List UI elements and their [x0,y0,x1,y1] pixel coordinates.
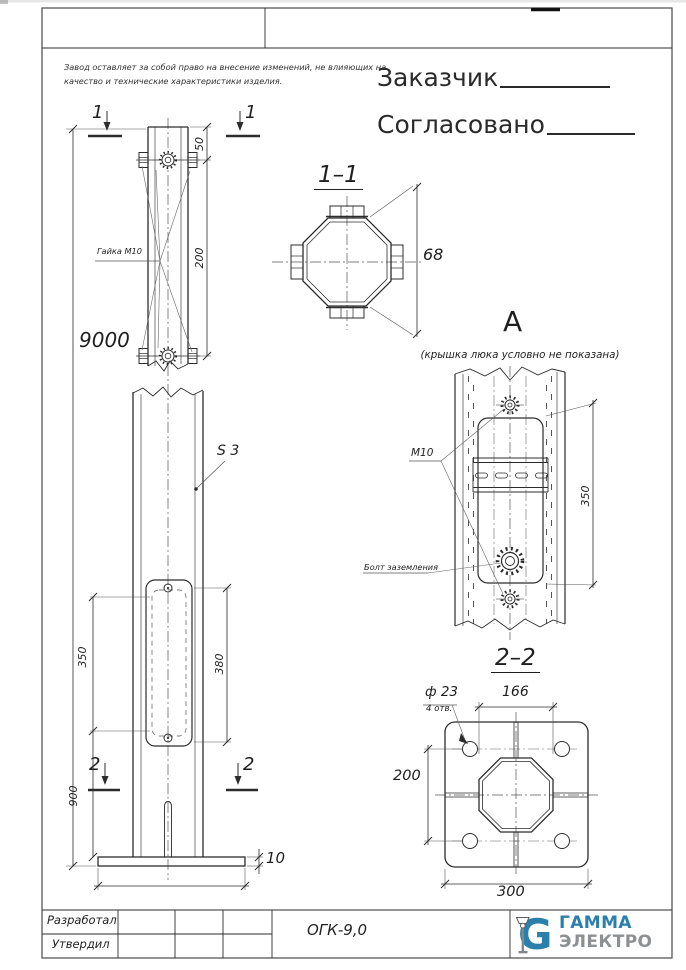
section-2-2-drawing [423,702,598,889]
pole-elevation-drawing [66,111,264,891]
section-marker-2-right: 2 [243,754,255,775]
section-marker-1-right: 1 [245,102,257,123]
section-1-1-drawing [272,182,422,339]
customer-signoff-row: Заказчик [377,63,610,92]
hole-count-label: 4 отв. [426,704,453,714]
dim-across-flats-68: 68 [423,245,444,264]
customer-signature-line [500,86,610,88]
developed-by-label: Разработал [47,913,117,927]
hole-diameter-label: ф 23 [425,684,459,700]
section-marker-1-left: 1 [92,102,104,123]
wall-thickness-label: S 3 [217,443,240,459]
ground-bolt-label: Болт заземления [364,562,439,572]
approved-signature-line [546,133,635,135]
brand-line-2: ЭЛЕКТРО [559,932,653,952]
logo-wordmark: ГАММА ЭЛЕКТРО [559,914,652,952]
view-a-note: (крышка люка условно не показана) [420,349,620,361]
logo-lamp-icon: G [515,911,552,955]
dim-hole-spacing: 200 [193,247,207,269]
approved-signoff-row: Согласовано [377,110,635,139]
approved-label: Согласовано [377,110,545,139]
section-marker-2-left: 2 [89,754,101,775]
dim-hatch-height-350: 350 [579,485,593,507]
view-a-drawing [363,366,598,640]
view-a-title: А [503,305,523,338]
dim-total-height: 9000 [79,328,130,352]
disclaimer-line-1: Завод оставляет за собой право на внесен… [64,62,387,72]
dim-hatch-left: 350 [76,646,90,668]
section-2-2-title: 2–2 [491,646,540,674]
section-1-1-title: 1–1 [314,163,363,191]
nut-m10-label: Гайка М10 [97,246,142,256]
dim-octagon-width-166: 166 [502,684,529,700]
disclaimer-line-2: качество и технические характеристики из… [64,75,283,86]
dim-plate-width-300: 300 [497,884,525,900]
dim-plate-thickness: 10 [266,849,286,867]
dim-hatch-right: 380 [213,653,227,675]
dim-base-height: 900 [67,785,81,807]
brand-line-1: ГАММА [559,913,632,933]
product-code: ОГК-9,0 [307,921,368,939]
streetlamp-glyph [515,917,530,954]
dim-top-offset: 50 [193,137,207,151]
company-logo: G ГАММА ЭЛЕКТРО [513,911,652,955]
bolt-m10-label: М10 [411,447,434,459]
customer-label: Заказчик [377,63,499,92]
factory-disclaimer: Завод оставляет за собой право на внесен… [64,61,386,88]
approved-by-label: Утвердил [52,937,110,951]
dim-hole-spacing-200: 200 [393,768,421,784]
